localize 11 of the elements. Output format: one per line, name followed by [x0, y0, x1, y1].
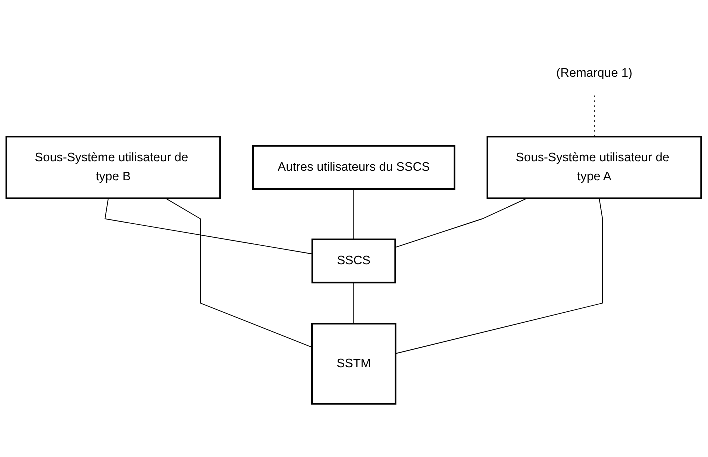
connector — [395, 198, 604, 354]
node-box: SSTM — [311, 323, 397, 406]
connector — [395, 198, 528, 248]
connector — [165, 198, 313, 348]
connector — [104, 198, 313, 255]
node-box: Sous-Système utilisateur de type B — [6, 136, 222, 200]
node-box: Sous-Système utilisateur de type A — [486, 136, 702, 200]
node-text: (Remarque 1) — [556, 66, 633, 81]
connector — [594, 96, 595, 138]
node-box: SSCS — [312, 238, 396, 284]
node-box: Autres utilisateurs du SSCS — [252, 145, 456, 190]
